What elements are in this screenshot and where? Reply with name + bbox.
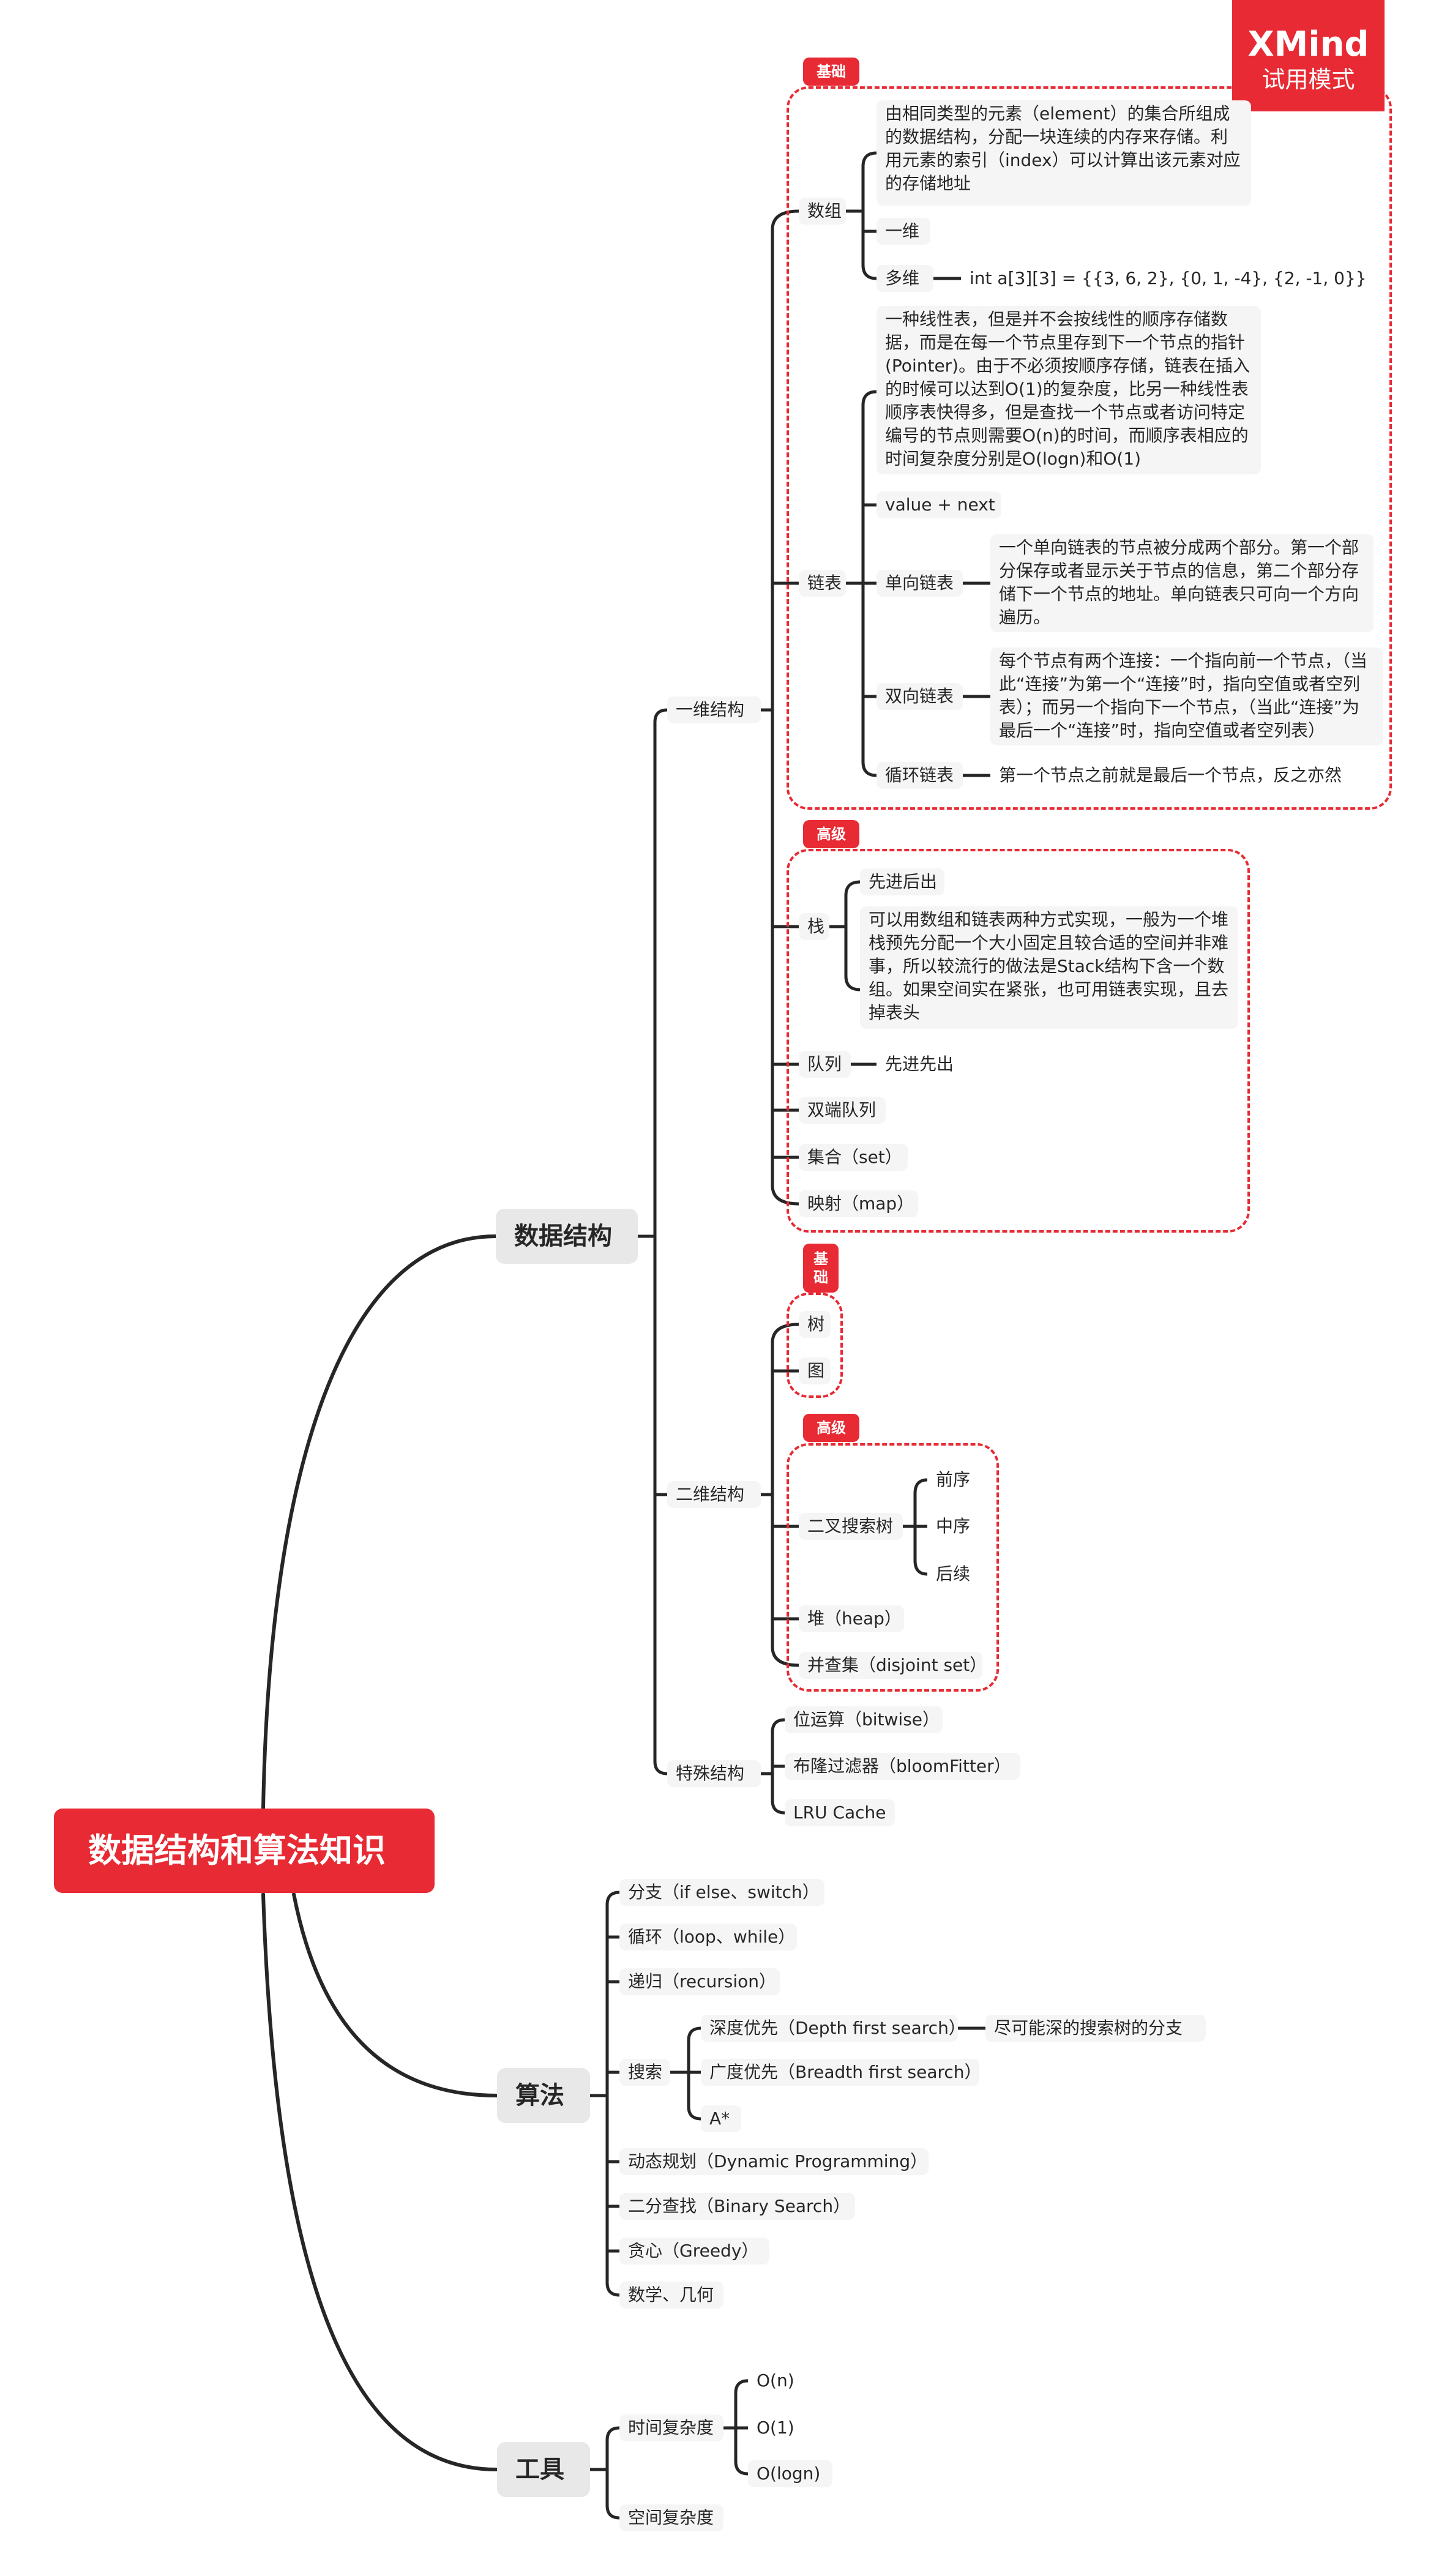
doubly-linked-description[interactable]: 每个节点有两个连接：一个指向前一个节点，（当此“连接”为第一个“连接”时，指向空…: [990, 648, 1383, 745]
topic-binary-search[interactable]: 二分查找（Binary Search）: [619, 2193, 855, 2220]
topic-graph[interactable]: 图: [799, 1357, 831, 1384]
queue-fifo[interactable]: 先进先出: [876, 1051, 962, 1078]
topic-stack[interactable]: 栈: [799, 913, 829, 940]
topic-recursion[interactable]: 递归（recursion）: [619, 1968, 780, 1995]
topic-tools[interactable]: 工具: [497, 2442, 590, 2497]
topic-greedy[interactable]: 贪心（Greedy）: [619, 2238, 769, 2264]
connector-ds-children: [653, 708, 668, 1775]
complexity-on[interactable]: O(n): [748, 2367, 814, 2394]
topic-time-complexity[interactable]: 时间复杂度: [619, 2414, 723, 2441]
topic-array[interactable]: 数组: [799, 198, 846, 225]
connector-root-algo: [292, 1892, 499, 2097]
topic-space-complexity[interactable]: 空间复杂度: [619, 2504, 723, 2531]
connector-root-tools: [261, 1892, 499, 2471]
bst-postorder[interactable]: 后续: [927, 1561, 982, 1588]
topic-tree[interactable]: 树: [799, 1311, 831, 1338]
circular-linked-description[interactable]: 第一个节点之前就是最后一个节点，反之亦然: [990, 762, 1358, 789]
topic-queue[interactable]: 队列: [799, 1051, 851, 1078]
topic-dynamic-programming[interactable]: 动态规划（Dynamic Programming）: [619, 2148, 929, 2175]
topic-algorithms[interactable]: 算法: [497, 2068, 590, 2123]
topic-set[interactable]: 集合（set）: [799, 1144, 908, 1171]
bst-inorder[interactable]: 中序: [927, 1513, 982, 1540]
dfs-description[interactable]: 尽可能深的搜索树的分支: [985, 2015, 1206, 2042]
topic-linked-list[interactable]: 链表: [799, 570, 846, 597]
tag-advanced-tree: 高级: [803, 1414, 859, 1442]
topic-bloom-filter[interactable]: 布隆过滤器（bloomFitter）: [785, 1753, 1020, 1780]
topic-singly-linked[interactable]: 单向链表: [876, 570, 963, 597]
topic-math-geometry[interactable]: 数学、几何: [619, 2282, 723, 2309]
connector-twodim-children: [771, 1323, 799, 1667]
connector-tools-children: [605, 2426, 620, 2520]
group-basic-linear: [787, 86, 1392, 810]
stack-description[interactable]: 可以用数组和链表两种方式实现，一般为一个堆栈预先分配一个大小固定且较合适的空间并…: [860, 906, 1238, 1029]
topic-heap[interactable]: 堆（heap）: [799, 1605, 904, 1632]
topic-two-dimensional[interactable]: 二维结构: [667, 1481, 761, 1508]
tag-basic-vertical: 基 础: [803, 1244, 839, 1293]
topic-map[interactable]: 映射（map）: [799, 1190, 918, 1217]
topic-data-structures[interactable]: 数据结构: [496, 1209, 638, 1264]
array-description[interactable]: 由相同类型的元素（element）的集合所组成的数据结构，分配一块连续的内存来存…: [876, 100, 1251, 206]
complexity-o1[interactable]: O(1): [748, 2414, 809, 2441]
topic-lru-cache[interactable]: LRU Cache: [785, 1799, 895, 1826]
topic-circular-linked[interactable]: 循环链表: [876, 762, 963, 789]
topic-value-next[interactable]: value + next: [876, 491, 1001, 518]
topic-dfs[interactable]: 深度优先（Depth first search）: [701, 2015, 966, 2042]
xmind-logo-text: XMind: [1247, 24, 1369, 64]
stack-lifo[interactable]: 先进后出: [860, 868, 944, 895]
topic-bitwise[interactable]: 位运算（bitwise）: [785, 1706, 943, 1733]
xmind-trial-badge: XMind 试用模式: [1232, 0, 1385, 111]
connector-root-ds: [261, 1234, 498, 1810]
trial-mode-label: 试用模式: [1261, 66, 1355, 93]
topic-multi-d[interactable]: 多维: [876, 265, 933, 292]
connector-array-children: [861, 151, 877, 280]
multi-d-example[interactable]: int a[3][3] = {{3, 6, 2}, {0, 1, -4}, {2…: [961, 265, 1367, 292]
topic-deque[interactable]: 双端队列: [799, 1097, 886, 1124]
connector-onedim-children: [771, 209, 799, 1206]
group-advanced-tree: [787, 1443, 999, 1692]
topic-disjoint-set[interactable]: 并查集（disjoint set）: [799, 1652, 987, 1679]
complexity-ologn[interactable]: O(logn): [748, 2460, 832, 2487]
topic-one-dimensional[interactable]: 一维结构: [667, 696, 761, 723]
topic-loop[interactable]: 循环（loop、while）: [619, 1924, 797, 1951]
root-topic[interactable]: 数据结构和算法知识: [54, 1809, 435, 1893]
tag-advanced: 高级: [803, 820, 859, 848]
connector-algo-children: [605, 1891, 620, 2297]
tag-basic-char-1: 基: [813, 1250, 828, 1267]
bst-preorder[interactable]: 前序: [927, 1466, 982, 1493]
linked-list-description[interactable]: 一种线性表，但是并不会按线性的顺序存储数据，而是在每一个节点里存到下一个节点的指…: [876, 306, 1261, 474]
topic-binary-search-tree[interactable]: 二叉搜索树: [799, 1513, 903, 1540]
singly-linked-description[interactable]: 一个单向链表的节点被分成两个部分。第一个部分保存或者显示关于节点的信息，第二个部…: [990, 534, 1374, 632]
topic-bfs[interactable]: 广度优先（Breadth first search）: [701, 2059, 982, 2086]
tag-basic-char-2: 础: [813, 1269, 828, 1286]
topic-branch[interactable]: 分支（if else、switch）: [619, 1879, 824, 1906]
group-basic-tree: [787, 1293, 843, 1398]
topic-search[interactable]: 搜索: [619, 2059, 670, 2086]
group-advanced-linear: [787, 849, 1250, 1233]
tag-basic: 基础: [803, 58, 859, 86]
topic-a-star[interactable]: A*: [701, 2105, 741, 2132]
connector-stack-children: [844, 880, 861, 991]
topic-doubly-linked[interactable]: 双向链表: [876, 683, 963, 710]
topic-one-d[interactable]: 一维: [876, 218, 930, 245]
topic-special[interactable]: 特殊结构: [667, 1760, 761, 1787]
